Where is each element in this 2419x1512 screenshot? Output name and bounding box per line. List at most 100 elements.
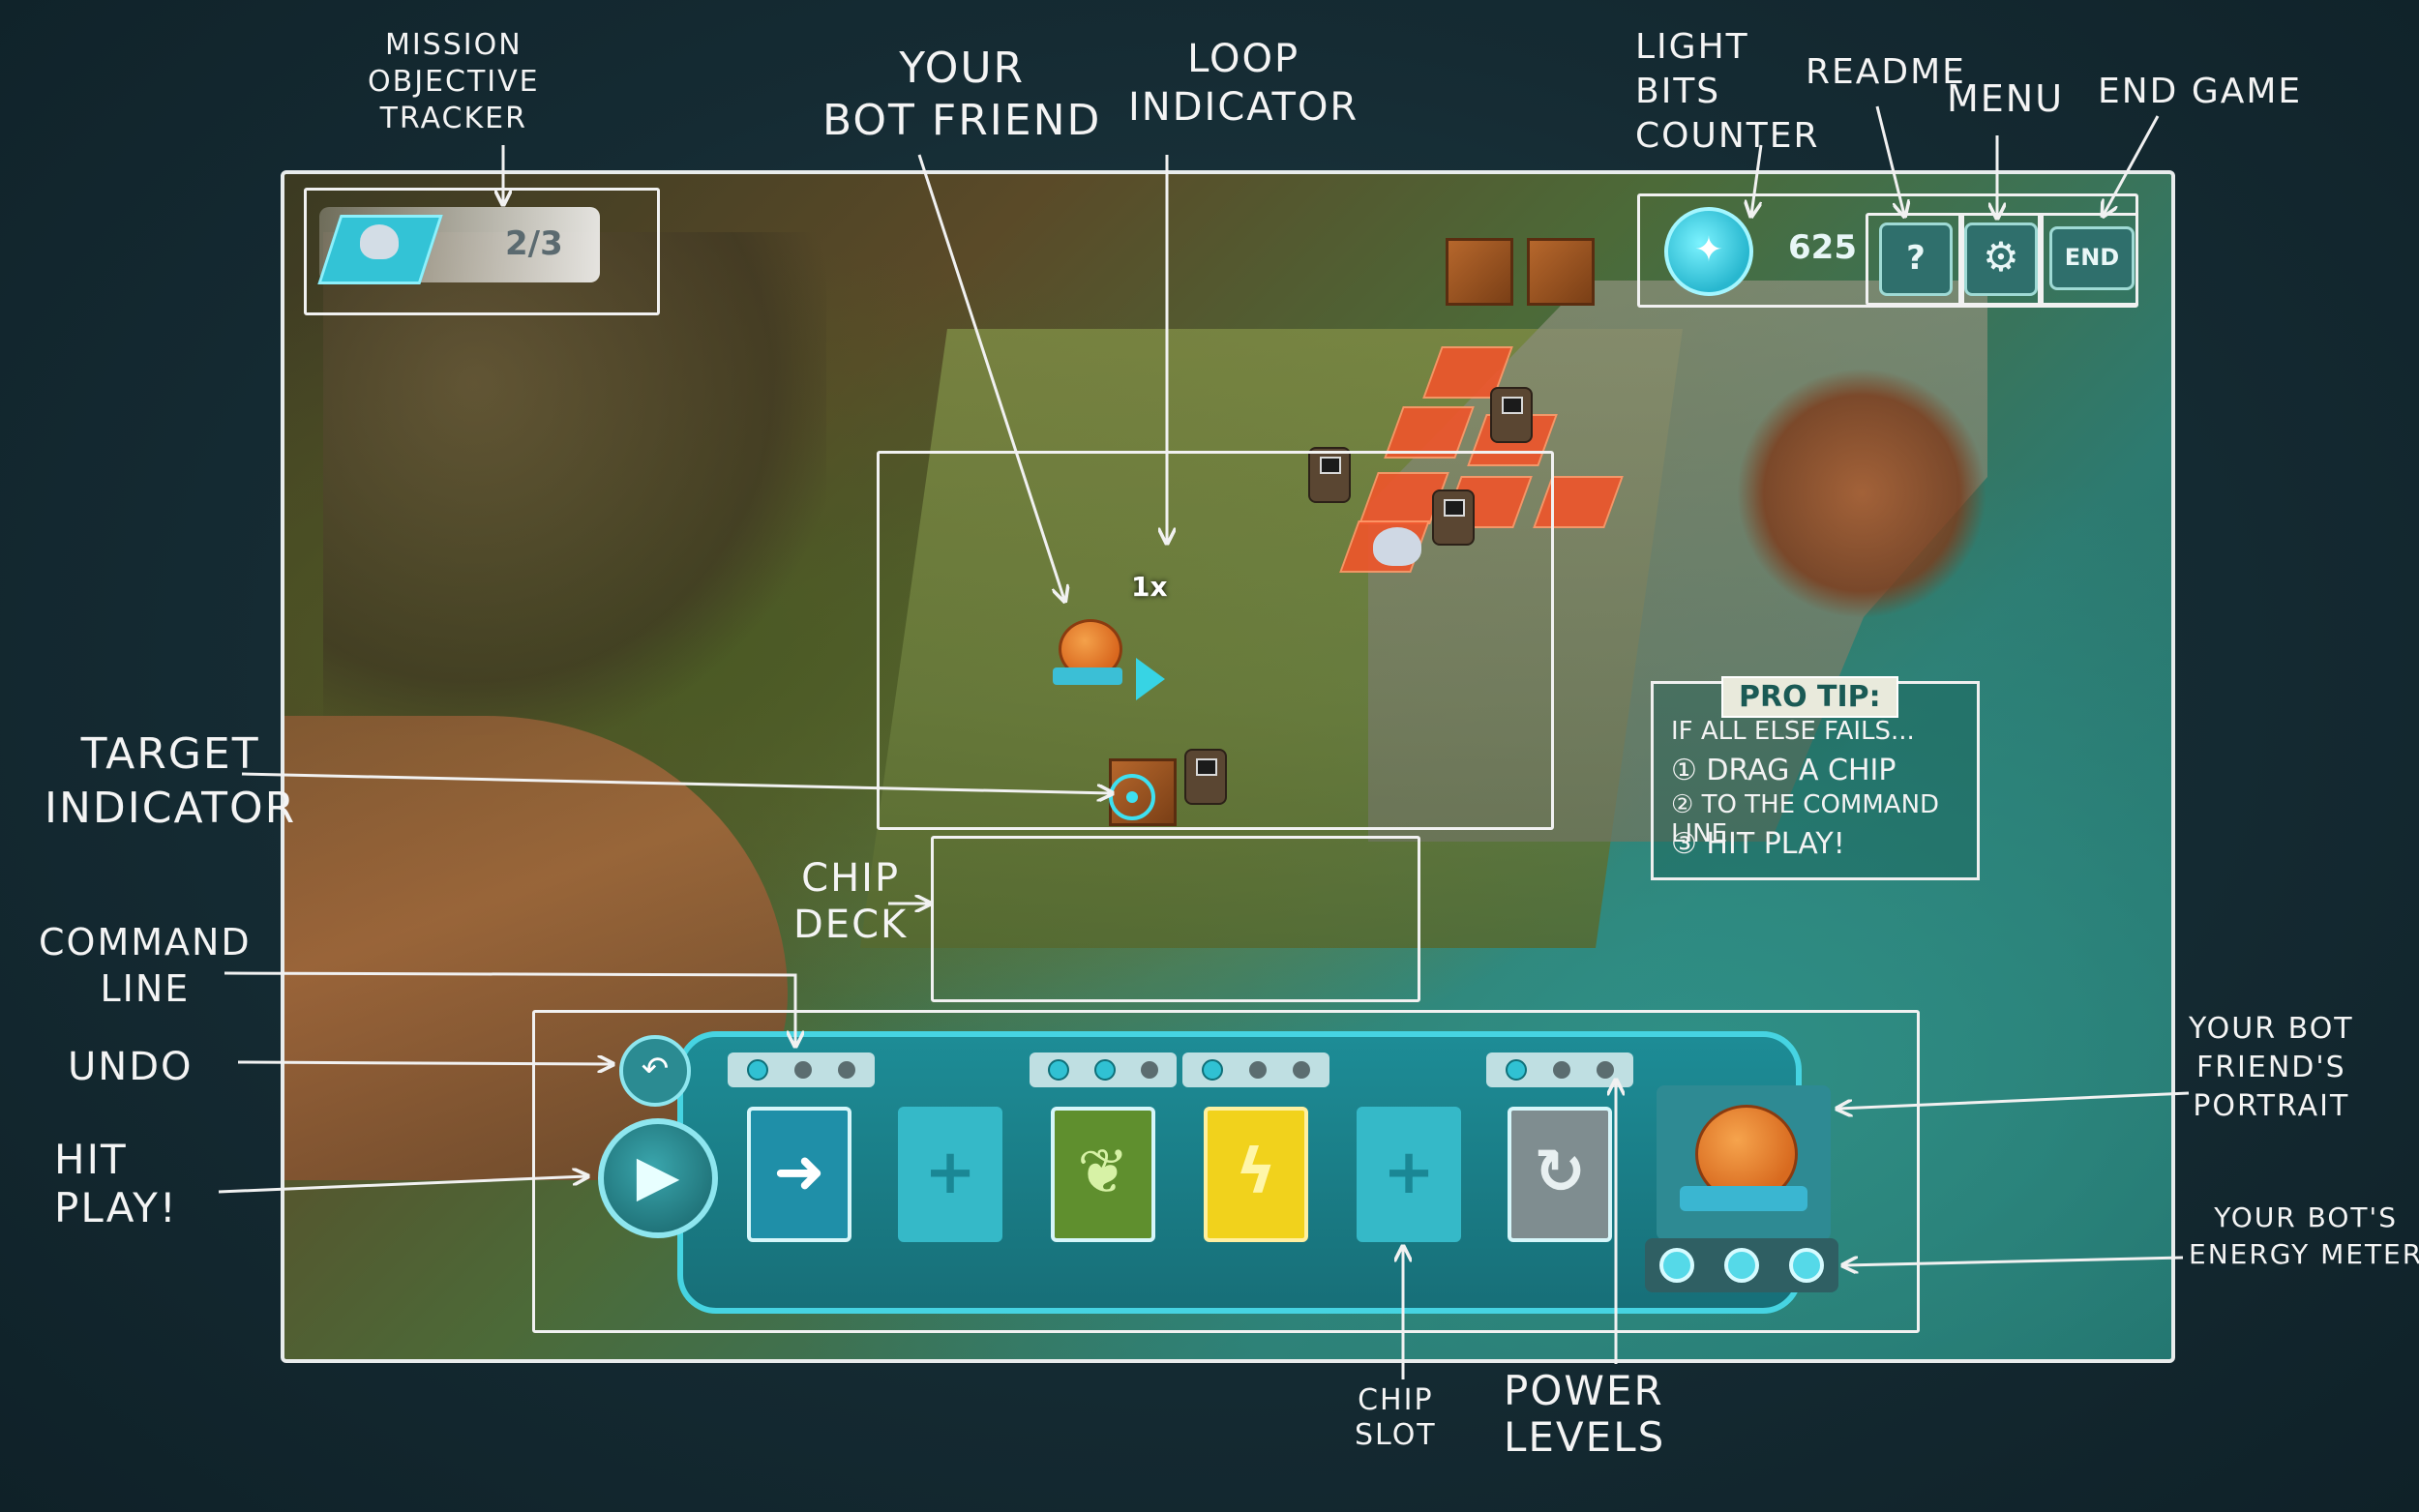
arrow-portrait [1838, 1091, 2190, 1109]
arrow-play [218, 1176, 586, 1194]
power-dot-off [1248, 1061, 1267, 1079]
energy-meter [1645, 1238, 1838, 1292]
book-question-icon: ? [1906, 239, 1926, 278]
mission-objective-tracker: 2/3 [312, 193, 621, 298]
power-levels [1182, 1052, 1329, 1087]
pro-tip-line: ② TO THE COMMAND LINE [1671, 790, 1940, 848]
arrow-light-bits [1751, 144, 1763, 215]
light-bits-value: 625 [1788, 228, 1857, 267]
portrait-band [1680, 1186, 1807, 1211]
plant-icon: ❦ [1077, 1137, 1129, 1208]
arrow-energy [1844, 1256, 2184, 1265]
readme-button[interactable]: ? [1879, 222, 1953, 296]
energy-pip [1659, 1248, 1695, 1283]
chip-slot-empty[interactable]: + [898, 1107, 1002, 1242]
power-dot-on [746, 1059, 768, 1081]
power-dot-off [838, 1061, 856, 1079]
menu-button[interactable]: ⚙ [1964, 222, 2038, 296]
arrow-target [241, 772, 1111, 793]
rock-terrain [323, 232, 826, 735]
label-readme: README [1806, 52, 1966, 92]
bot-friend-portrait [1657, 1085, 1831, 1240]
label-bot-friend: YOUR BOT FRIEND [822, 44, 1102, 145]
mission-count: 2/3 [505, 224, 563, 263]
label-target-indicator: TARGET INDICATOR [45, 729, 297, 833]
label-undo: UNDO [68, 1045, 194, 1089]
end-outline [2038, 213, 2138, 306]
gear-icon: ⚙ [1983, 233, 2019, 281]
arrow-readme [1875, 105, 1904, 215]
pro-tip-line: ① DRAG A CHIP [1671, 754, 1896, 787]
label-chip-deck: CHIP DECK [793, 856, 909, 947]
label-hit-play: HIT PLAY! [54, 1136, 178, 1231]
direction-arrow-icon [1136, 658, 1165, 700]
lightning-icon: ϟ [1235, 1137, 1277, 1208]
play-button[interactable]: ▶ [598, 1118, 718, 1238]
plus-icon: + [924, 1137, 976, 1208]
power-levels [1030, 1052, 1177, 1087]
label-portrait: YOUR BOT FRIEND'S PORTRAIT [2189, 1012, 2354, 1123]
power-dot-off [1597, 1061, 1615, 1079]
mission-tracker-outline [304, 188, 660, 315]
chip-deck-outline [931, 836, 1420, 1002]
plus-icon: + [1383, 1137, 1435, 1208]
pro-tip-line: IF ALL ELSE FAILS... [1671, 717, 1915, 746]
arrow-end [2104, 115, 2160, 215]
power-dot-on [1094, 1059, 1116, 1081]
zap-chip[interactable]: ϟ [1204, 1107, 1308, 1242]
play-icon: ▶ [636, 1142, 680, 1208]
pro-tip-line: ③ HIT PLAY! [1671, 827, 1845, 861]
label-light-bits-counter: LIGHT BITS COUNTER [1635, 27, 1820, 156]
label-end-game: END GAME [2098, 72, 2303, 111]
light-bits-counter: ✦ 625 [1645, 195, 1877, 300]
enemy-bot [1184, 749, 1227, 805]
power-dot-off [1141, 1061, 1158, 1079]
power-dot-off [1293, 1061, 1311, 1079]
chip-slot-empty[interactable]: + [1357, 1107, 1461, 1242]
label-energy-meter: YOUR BOT'S ENERGY METER [2189, 1201, 2419, 1270]
power-dot-on [1048, 1059, 1069, 1081]
label-mission-tracker: MISSION OBJECTIVE TRACKER [368, 28, 540, 135]
command-line-outline [532, 1010, 1920, 1333]
power-dot-off [1552, 1061, 1570, 1079]
enemy-bot [1432, 489, 1475, 546]
octopus-icon [360, 224, 399, 259]
label-menu: MENU [1947, 77, 2065, 120]
bot-base [1053, 667, 1122, 685]
grow-chip[interactable]: ❦ [1051, 1107, 1155, 1242]
loop-icon: ↻ [1534, 1137, 1586, 1208]
undo-icon: ↶ [641, 1050, 670, 1088]
crate [1527, 238, 1595, 306]
sparkle-icon: ✦ [1664, 207, 1753, 296]
energy-pip [1723, 1248, 1759, 1283]
readme-outline [1866, 213, 1964, 306]
power-dot-on [1201, 1059, 1223, 1081]
label-power-levels: POWER LEVELS [1504, 1367, 1666, 1461]
game-screen: 1x [281, 170, 2175, 1363]
arrow-command-line [224, 971, 795, 1045]
bot-friend[interactable] [1049, 600, 1126, 687]
undo-button[interactable]: ↶ [619, 1035, 691, 1107]
enemy-bot [1490, 387, 1533, 443]
pro-tip-card: PRO TIP: IF ALL ELSE FAILS... ① DRAG A C… [1651, 676, 1980, 880]
pro-tip-title: PRO TIP: [1721, 676, 1898, 718]
loop-chip[interactable]: ↻ [1508, 1107, 1612, 1242]
crate [1446, 238, 1513, 306]
arrow-undo [237, 1062, 612, 1064]
power-levels [728, 1052, 875, 1087]
end-game-button[interactable]: END [2049, 226, 2135, 290]
label-chip-slot: CHIP SLOT [1355, 1383, 1437, 1452]
power-dot-on [1505, 1059, 1527, 1081]
arrow-bot-friend [917, 154, 1064, 600]
label-loop-indicator: LOOP INDICATOR [1128, 37, 1359, 130]
move-chip[interactable]: ➜ [747, 1107, 851, 1242]
bot-area-outline [877, 451, 1554, 830]
energy-pip [1788, 1248, 1824, 1283]
arrow-right-icon: ➜ [773, 1137, 825, 1208]
power-dot-off [793, 1061, 812, 1079]
octopus-creature [1373, 527, 1421, 566]
water-rocks [1736, 368, 1987, 619]
enemy-bot [1308, 447, 1351, 503]
label-command-line: COMMAND LINE [39, 921, 252, 1010]
